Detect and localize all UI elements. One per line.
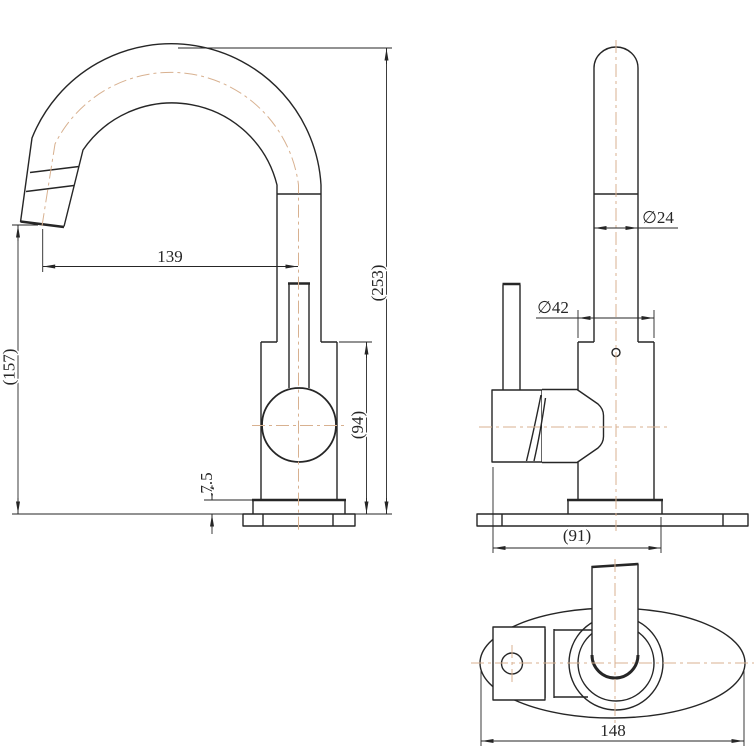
dim-spout-reach: 139 bbox=[42, 229, 298, 272]
dim-flange-thickness-label: 7.5 bbox=[197, 472, 216, 493]
dim-body-height-label: (94) bbox=[348, 411, 367, 439]
spout-tube-sides bbox=[591, 564, 639, 655]
front-view bbox=[19, 43, 356, 531]
dim-spout-tip-height-label: (157) bbox=[0, 349, 19, 386]
spout-centerline bbox=[41, 71, 299, 531]
dim-base-length: 148 bbox=[480, 671, 745, 746]
base-plate-divisions bbox=[262, 514, 334, 526]
base-plate-divisions bbox=[501, 514, 724, 526]
swivel-stem bbox=[288, 283, 310, 388]
dim-flange-thickness: 7.5 bbox=[196, 471, 252, 534]
spout-inner-contour bbox=[63, 102, 278, 342]
flange-sides bbox=[567, 500, 663, 514]
extension-line bbox=[480, 671, 745, 746]
extension-line bbox=[577, 310, 655, 338]
dim-spout-reach-label: 139 bbox=[157, 247, 183, 266]
dim-base-depth-label: (91) bbox=[563, 526, 591, 545]
dim-base-depth: (91) bbox=[492, 467, 662, 553]
dim-overall-height: (253) bbox=[178, 47, 392, 515]
handle-cone bbox=[542, 388, 605, 464]
body-sides bbox=[260, 342, 338, 500]
aerator-ring-1 bbox=[29, 165, 80, 174]
top-view bbox=[471, 559, 754, 729]
aerator-ring-2 bbox=[25, 184, 75, 193]
spout-outer-contour bbox=[19, 43, 322, 342]
dim-body-diameter: ∅42 bbox=[536, 297, 655, 338]
handle-lever-rod bbox=[502, 284, 521, 390]
dim-spout-diameter-label: ∅24 bbox=[642, 208, 674, 227]
dim-spout-tip-height: (157) bbox=[0, 224, 243, 515]
dim-spout-diameter: ∅24 bbox=[594, 207, 678, 230]
dim-overall-height-label: (253) bbox=[368, 265, 387, 302]
dim-base-length-label: 148 bbox=[600, 721, 626, 740]
flange-sides bbox=[252, 500, 346, 514]
handle-neck-edges bbox=[544, 629, 592, 698]
side-view bbox=[476, 40, 749, 531]
extension-line bbox=[492, 467, 662, 553]
dim-body-diameter-label: ∅42 bbox=[537, 298, 569, 317]
base-plate bbox=[476, 513, 749, 527]
handle-facet-line bbox=[533, 397, 547, 462]
spout-tube-end-arc bbox=[590, 654, 640, 680]
handle-facet-line bbox=[525, 394, 542, 462]
dim-body-height: (94) bbox=[339, 341, 372, 514]
spout-tube-fill bbox=[592, 564, 638, 678]
